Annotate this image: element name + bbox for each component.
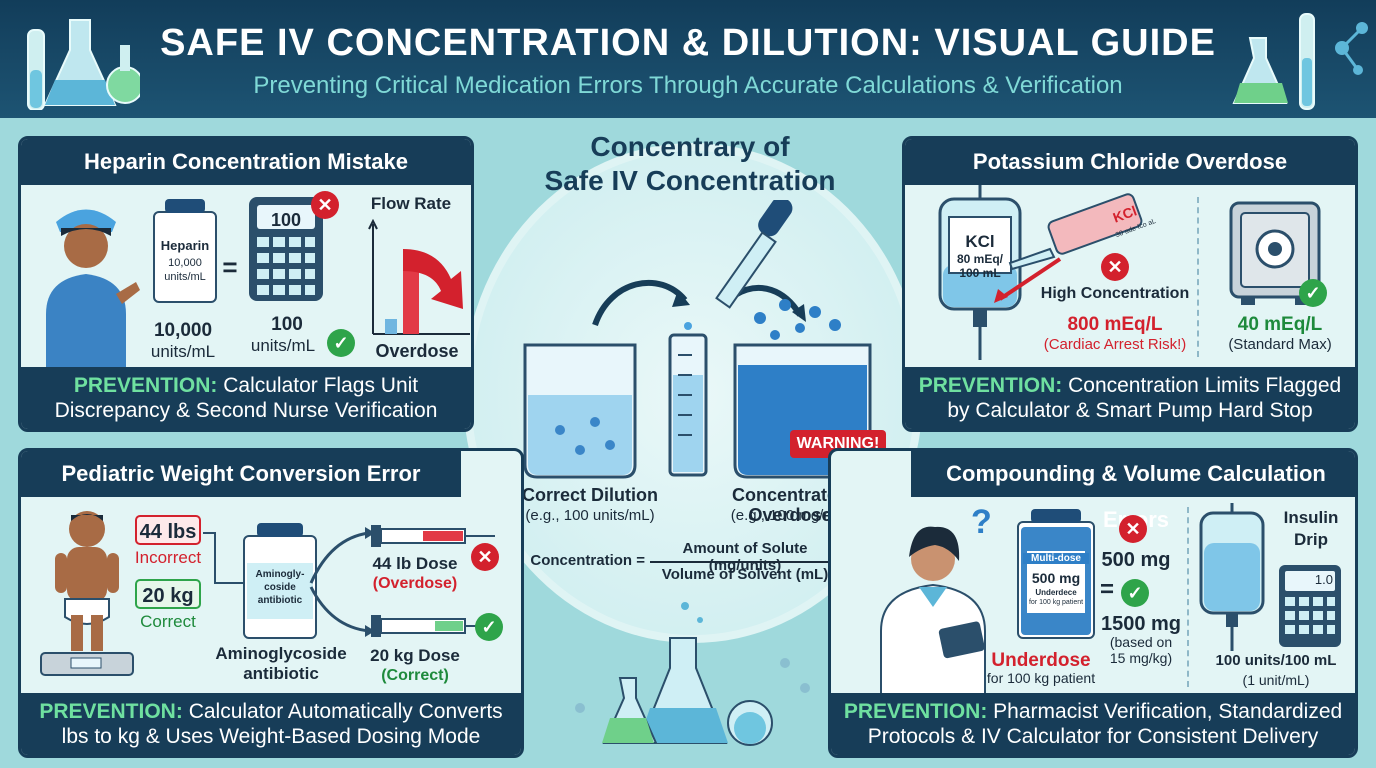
insulin-drip-l2: Drip [1294,530,1328,549]
header: SAFE IV CONCENTRATION & DILUTION: VISUAL… [0,0,1376,118]
heparin-actual-unit: units/mL [150,342,216,361]
check-icon: ✓ [1121,579,1149,607]
flow-rate-chart-icon [368,219,470,335]
high-conc-risk: (Cardiac Arrest Risk!) [1043,336,1187,353]
overdose-label: Concentrated Overdose [731,485,848,525]
insulin-drip-bag-icon [1199,503,1265,651]
correct-dilution-beaker-icon [523,343,637,479]
heparin-vial: Heparin 10,000 units/mL [153,199,217,303]
kcl-bag-vol: 100 mL [959,266,1001,280]
potassium-prevention: PREVENTION: Concentration Limits Flagged… [905,367,1355,429]
graduated-cylinder-icon [668,333,708,477]
std-conc-value: 40 mEq/L [1237,314,1323,335]
page-title: SAFE IV CONCENTRATION & DILUTION: VISUAL… [160,22,1216,64]
pharmacist-icon: ? [880,503,992,701]
center-title-line2: Safe IV Concentration [544,165,836,196]
check-icon: ✓ [1299,279,1327,307]
calculator-display: 100 [270,210,302,230]
potassium-title: Potassium Chloride Overdose [905,139,1355,185]
pump-display: 1.0 [1314,572,1333,587]
high-conc-label: High Concentration [1040,285,1190,302]
insulin-drip-l1: Insulin [1283,508,1339,527]
right-dose-note-l1: (based on [1109,634,1173,650]
right-dose-note-l2: 15 mg/kg) [1109,650,1173,666]
correct-dilution-example: (e.g., 100 units/mL) [525,507,655,524]
lbs-box [135,515,201,545]
drip-rate: 100 units/100 mL [1215,652,1337,669]
heparin-title: Heparin Concentration Mistake [21,139,471,185]
dose2-value: 20 kg Dose [370,646,460,665]
pediatric-title: Pediatric Weight Conversion Error [21,451,461,497]
wrong-dose: 500 mg [1101,549,1171,571]
page-subtitle: Preventing Critical Medication Errors Th… [253,72,1123,99]
aminoglycoside-vial: Aminogly- coside antibiotic [243,523,317,639]
kg-label: Correct [140,612,196,631]
divider [1187,507,1189,687]
high-conc-value: 800 mEq/L [1067,314,1163,335]
error-x-icon: ✕ [311,191,339,219]
child-on-scale-icon [40,511,134,676]
dose2-label: (Correct) [381,667,449,684]
flow-rate-label: Flow Rate [370,194,452,213]
bottom-flasks-icon [575,602,810,746]
error-x-icon: ✕ [1101,253,1129,281]
center-title-line1: Concentrary of [590,131,790,162]
kcl-syringe-icon [994,193,1143,303]
compounding-equals: = [1099,576,1114,603]
heparin-prevention: PREVENTION: Calculator Flags Unit Discre… [21,367,471,429]
formula-numerator: Amount of Solute (mg/units) [682,540,808,574]
pediatric-prevention: PREVENTION: Calculator Automatically Con… [21,693,521,755]
svg-text:?: ? [971,503,992,541]
right-dose: 1500 mg [1100,613,1182,635]
compounding-panel: Compounding & Volume Calculation Errors … [828,448,1358,758]
drug-name-l1: Aminoglycoside [215,644,347,663]
heparin-actual-value: 10,000 [153,320,213,341]
compounding-prevention: PREVENTION: Pharmacist Verification, Sta… [831,693,1355,755]
check-icon: ✓ [475,613,503,641]
dropper-icon [684,200,793,330]
lbs-value: 44 lbs [139,521,197,543]
compounding-title: Compounding & Volume Calculation Errors [911,451,1355,532]
lab-tubes-icon [1232,13,1368,110]
error-x-icon: ✕ [471,543,499,571]
formula-lhs: Concentration = [530,552,645,569]
heparin-entered-unit: units/mL [250,336,316,355]
dose1-value: 44 lb Dose [372,554,458,573]
correct-dilution-label: Correct Dilution [521,485,658,505]
kg-box [135,579,201,609]
formula-divider [650,561,840,563]
divider [1197,197,1199,357]
dosing-syringes-icon [309,525,495,637]
multidose-vial: Multi-dose 500 mg Underdece for 100 kg p… [1017,509,1095,639]
heparin-equals: = [222,252,238,282]
potassium-panel: Potassium Chloride Overdose KCl 80 mEq/ … [902,136,1358,432]
formula-denominator: Volume of Solvent (mL) [661,566,829,583]
dose1-label: (Overdose) [372,575,458,592]
pediatric-panel: Pediatric Weight Conversion Error 44 lbs… [18,448,524,758]
lab-flasks-icon [27,19,140,110]
overdose-example: (e.g., 100 mg/mL) [730,507,850,524]
overdose-axis-label: Overdose [375,341,459,361]
heparin-entered-value: 100 [271,314,303,335]
kg-value: 20 kg [142,585,194,607]
lbs-label: Incorrect [134,548,202,567]
nurse-icon [46,209,140,374]
kcl-bag-conc: 80 mEq/ [956,252,1004,266]
kcl-bag-name: KCl [965,232,995,251]
std-conc-label: (Standard Max) [1228,336,1332,353]
infusion-pump-icon [1279,565,1341,647]
underdose-label: Underdose [991,650,1091,671]
drip-note: (1 unit/mL) [1242,672,1310,688]
safe-icon [1229,201,1321,305]
calculator-icon [249,197,323,301]
error-x-icon: ✕ [1119,515,1147,543]
heparin-panel: Heparin Concentration Mistake Heparin 10… [18,136,474,432]
drug-name-l2: antibiotic [243,664,319,683]
underdose-note: for 100 kg patient [986,670,1096,686]
check-icon: ✓ [327,329,355,357]
